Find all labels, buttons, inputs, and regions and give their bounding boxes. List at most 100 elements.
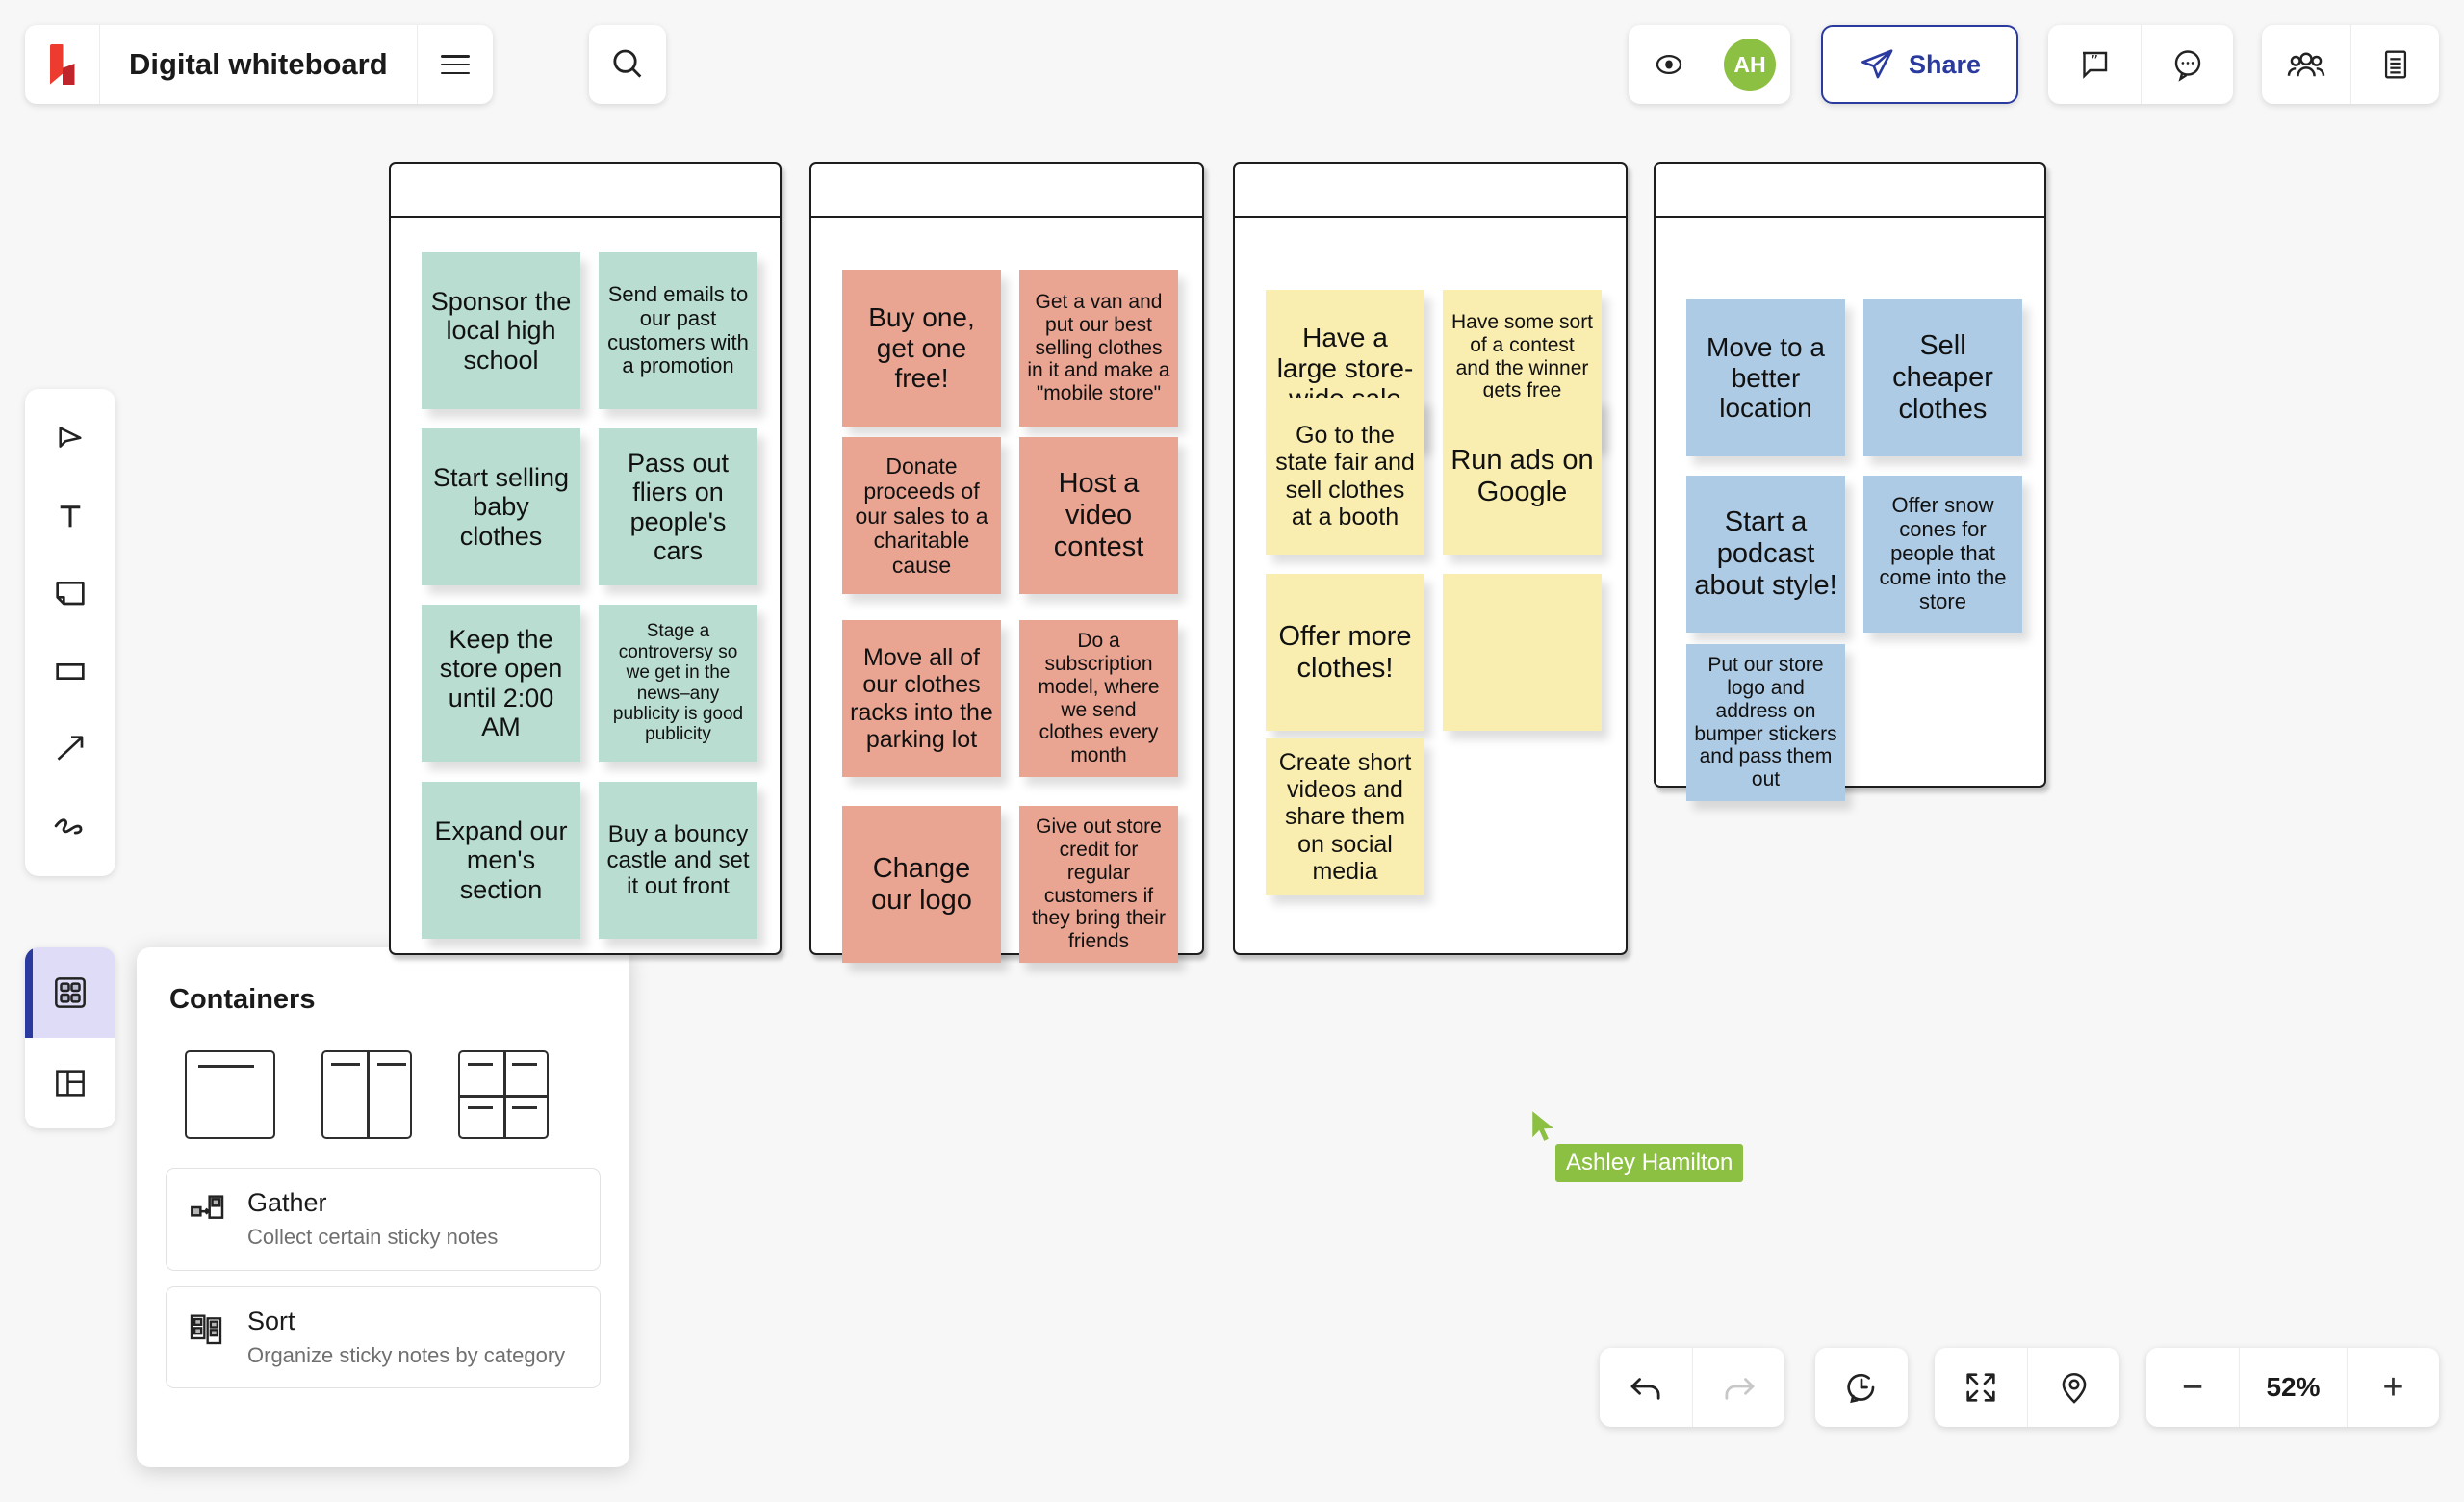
rectangle-icon <box>56 663 85 681</box>
sticky-note[interactable]: Move all of our clothes racks into the p… <box>842 620 1001 777</box>
panels-group <box>2262 25 2439 104</box>
eye-icon <box>1656 54 1682 75</box>
containers-tool[interactable] <box>25 947 116 1038</box>
board-menu-button[interactable] <box>418 25 493 104</box>
container-four-quadrant[interactable] <box>458 1050 549 1139</box>
zoom-out-button[interactable]: − <box>2181 1367 2204 1408</box>
layout-panel-icon <box>56 1070 85 1097</box>
sticky-note[interactable]: Put our store logo and address on bumper… <box>1686 644 1845 801</box>
sticky-note[interactable]: Offer more clothes! <box>1266 574 1424 731</box>
gather-subtitle: Collect certain sticky notes <box>247 1225 499 1250</box>
templates-tool[interactable] <box>25 1038 116 1128</box>
zoom-in-button[interactable]: + <box>2347 1348 2439 1427</box>
text-T-icon <box>60 505 81 528</box>
quote-comment-button[interactable]: ” <box>2048 25 2141 104</box>
sticky-note[interactable]: Do a subscription model, where we send c… <box>1019 620 1178 777</box>
sticky-note-icon <box>56 582 85 606</box>
frame-title-bar[interactable] <box>811 164 1202 218</box>
pen-tool[interactable] <box>37 788 104 863</box>
sticky-note[interactable]: Host a video contest <box>1019 437 1178 594</box>
undo-button[interactable] <box>1600 1348 1692 1427</box>
sort-icon <box>190 1314 222 1344</box>
container-two-column[interactable] <box>321 1050 412 1139</box>
gather-action[interactable]: Gather Collect certain sticky notes <box>166 1168 601 1271</box>
history-group <box>1815 1348 1908 1427</box>
sticky-note[interactable]: Go to the state fair and sell clothes at… <box>1266 398 1424 555</box>
sort-subtitle: Organize sticky notes by category <box>247 1342 566 1367</box>
select-tool[interactable] <box>37 402 104 478</box>
zoom-group: − 52% + <box>2146 1348 2439 1427</box>
sticky-note[interactable]: Get a van and put our best selling cloth… <box>1019 270 1178 427</box>
hamburger-menu-icon <box>440 55 470 74</box>
sticky-note[interactable] <box>1443 574 1602 731</box>
grid-four-squares-icon <box>55 977 86 1008</box>
remote-cursor: Ashley Hamilton <box>1528 1109 1744 1182</box>
notes-panel-button[interactable] <box>2350 25 2439 104</box>
avatar-button[interactable]: AH <box>1709 25 1790 104</box>
sticky-note[interactable]: Buy a bouncy castle and set it out front <box>599 782 757 939</box>
locate-button[interactable] <box>2027 1348 2119 1427</box>
search-button[interactable] <box>589 25 666 104</box>
search-icon <box>613 49 642 78</box>
sticky-note[interactable]: Start a podcast about style! <box>1686 476 1845 633</box>
sticky-note[interactable]: Sell cheaper clothes <box>1863 299 2022 456</box>
sticky-note[interactable]: Send emails to our past customers with a… <box>599 252 757 409</box>
cursor-arrow-icon <box>59 427 82 448</box>
avatar: AH <box>1724 39 1776 91</box>
visibility-button[interactable] <box>1629 25 1709 104</box>
container-single-column[interactable] <box>185 1050 275 1139</box>
shape-tool[interactable] <box>37 634 104 709</box>
chat-bubble-icon <box>2174 50 2200 82</box>
container-preset-row <box>166 1037 601 1168</box>
map-pin-icon <box>2062 1373 2086 1404</box>
tool-rail <box>25 389 116 876</box>
sticky-note[interactable]: Create short videos and share them on so… <box>1266 738 1424 895</box>
sticky-note[interactable]: Sponsor the local high school <box>422 252 580 409</box>
frame-title-bar[interactable] <box>391 164 780 218</box>
frame-yellow[interactable]: Have a large store-wide saleHave some so… <box>1233 162 1628 955</box>
sticky-note-tool[interactable] <box>37 557 104 632</box>
sort-title: Sort <box>247 1306 295 1335</box>
fit-to-screen-button[interactable] <box>1935 1348 2027 1427</box>
sort-action[interactable]: Sort Organize sticky notes by category <box>166 1285 601 1389</box>
frame-body: Have a large store-wide saleHave some so… <box>1235 218 1626 955</box>
page-title: Digital whiteboard <box>100 25 418 104</box>
sticky-note[interactable]: Expand our men's section <box>422 782 580 939</box>
participants-button[interactable] <box>2262 25 2350 104</box>
svg-text:”: ” <box>2091 52 2098 69</box>
zoom-level[interactable]: 52% <box>2239 1348 2347 1427</box>
luma-logo-icon <box>48 44 77 85</box>
cursor-user-label: Ashley Hamilton <box>1555 1144 1744 1182</box>
sticky-note[interactable]: Move to a better location <box>1686 299 1845 456</box>
containers-panel-title: Containers <box>169 984 316 1015</box>
frame-title-bar[interactable] <box>1235 164 1626 218</box>
frame-title-bar[interactable] <box>1656 164 2044 218</box>
sticky-note[interactable]: Stage a controversy so we get in the new… <box>599 605 757 762</box>
sticky-note[interactable]: Run ads on Google <box>1443 398 1602 555</box>
share-button[interactable]: Share <box>1821 25 2018 104</box>
sticky-note[interactable]: Offer snow cones for people that come in… <box>1863 476 2022 633</box>
app-logo[interactable] <box>25 25 100 104</box>
version-history-button[interactable] <box>1815 1348 1908 1427</box>
sticky-note[interactable]: Keep the store open until 2:00 AM <box>422 605 580 762</box>
clock-history-icon <box>1847 1373 1875 1404</box>
frame-red[interactable]: Buy one, get one free!Get a van and put … <box>809 162 1204 963</box>
chat-button[interactable] <box>2141 25 2233 104</box>
sticky-note[interactable]: Donate proceeds of our sales to a charit… <box>842 437 1001 594</box>
text-tool[interactable] <box>37 479 104 555</box>
share-label: Share <box>1908 49 1982 79</box>
sticky-note[interactable]: Start selling baby clothes <box>422 428 580 585</box>
gather-title: Gather <box>247 1188 327 1217</box>
connector-tool[interactable] <box>37 711 104 786</box>
sticky-note[interactable]: Give out store credit for regular custom… <box>1019 806 1178 963</box>
sticky-note[interactable]: Change our logo <box>842 806 1001 963</box>
sticky-note[interactable]: Buy one, get one free! <box>842 270 1001 427</box>
sticky-note[interactable]: Pass out fliers on people's cars <box>599 428 757 585</box>
containers-panel: Containers Gather Collect certain sticky… <box>137 947 629 1467</box>
redo-button[interactable] <box>1692 1348 1784 1427</box>
